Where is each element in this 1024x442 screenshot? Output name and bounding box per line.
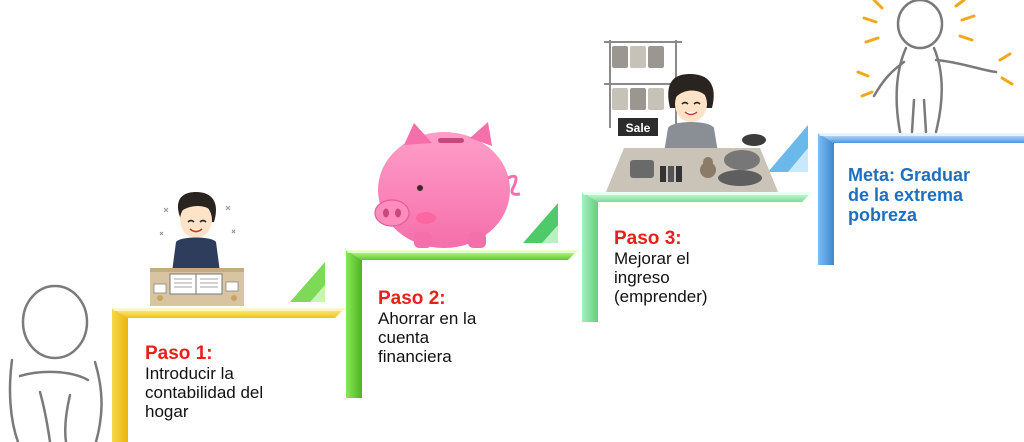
goal-bar	[818, 133, 1024, 265]
bookkeeping-woman-illustration	[150, 192, 244, 306]
goal-label: Meta: Graduar de la extrema pobreza	[848, 165, 1018, 225]
shop-seller-illustration: Sale	[604, 40, 778, 192]
step-1-arrow-tip	[290, 262, 325, 302]
step-1-description: Introducir la contabilidad del hogar	[145, 364, 264, 422]
step-1-bar	[112, 262, 346, 442]
sale-sign-text: Sale	[626, 121, 651, 135]
step-2-bar	[346, 203, 579, 398]
step-3-bar	[582, 125, 813, 322]
happy-person-illustration	[856, 0, 1014, 134]
step-2-description: Ahorrar en la cuenta financiera	[378, 309, 477, 367]
step-3-title: Paso 3:	[614, 228, 682, 249]
step-2-title: Paso 2:	[378, 288, 446, 309]
step-2-arrow-tip	[523, 203, 558, 243]
sale-sign	[618, 118, 658, 136]
goal-title: Meta: Graduar de la extrema pobreza	[848, 165, 971, 226]
step-3-label: Paso 3: Mejorar el ingreso (emprender)	[614, 228, 784, 306]
step-3-description: Mejorar el ingreso (emprender)	[614, 249, 708, 307]
step-1-title: Paso 1:	[145, 343, 213, 364]
piggy-bank-illustration	[374, 122, 521, 248]
sitting-person-illustration	[8, 284, 103, 442]
step-1-label: Paso 1: Introducir la contabilidad del h…	[145, 343, 315, 421]
step-2-label: Paso 2: Ahorrar en la cuenta financiera	[378, 288, 548, 366]
